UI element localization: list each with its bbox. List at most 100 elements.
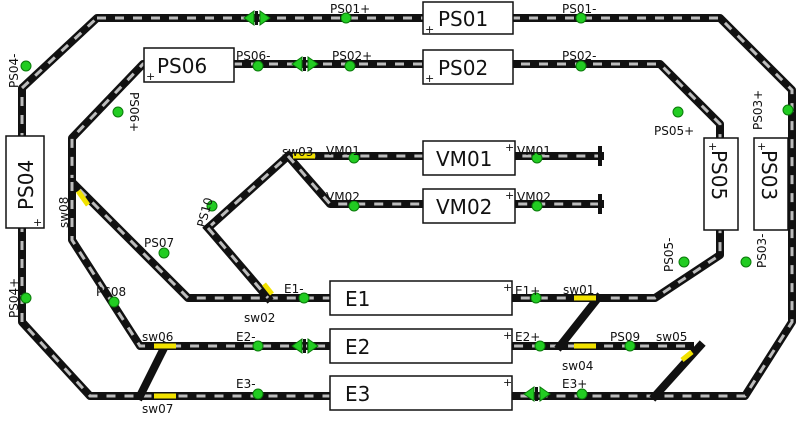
block-ps04[interactable]: PS04 +	[5, 135, 45, 229]
sensor-label-ps05m: PS05-	[662, 238, 676, 272]
switch-states	[75, 153, 694, 399]
svg-text:+: +	[425, 23, 434, 36]
sensor-ps01m[interactable]	[575, 12, 587, 24]
switch-sw08[interactable]: sw08	[57, 197, 71, 228]
sensor-label-vm01m: VM01	[517, 144, 551, 158]
block-e3[interactable]: E3 +	[329, 375, 513, 411]
signal-e3[interactable]	[523, 386, 551, 402]
sensor-label-vm02m: VM02	[517, 190, 551, 204]
switch-labels: sw01 sw02 sw03 sw04 sw05 sw06 sw07 sw08	[57, 145, 687, 416]
sensor-e3m[interactable]	[252, 388, 264, 400]
sensor-label-ps02p: PS02+	[332, 49, 372, 63]
svg-text:+: +	[503, 281, 512, 294]
sensor-vm02p[interactable]	[348, 200, 360, 212]
sensor-label-ps08: PS08	[96, 285, 126, 299]
svg-text:+: +	[505, 141, 514, 154]
sensor-ps03p[interactable]	[782, 104, 794, 116]
block-e2[interactable]: E2 +	[329, 328, 513, 364]
block-ps03[interactable]: PS03 +	[753, 137, 789, 231]
svg-text:+: +	[33, 216, 42, 229]
sensor-ps10[interactable]	[206, 200, 218, 212]
switch-sw02[interactable]: sw02	[244, 311, 275, 325]
sensor-ps05p[interactable]	[672, 106, 684, 118]
sensor-vm01p[interactable]	[348, 152, 360, 164]
sensor-ps08[interactable]	[108, 296, 120, 308]
svg-text:PS05: PS05	[707, 150, 731, 200]
sensor-label-ps01p: PS01+	[330, 2, 370, 16]
sensor-label-e3p: E3+	[562, 377, 587, 391]
sensor-ps07[interactable]	[158, 247, 170, 259]
sensor-label-ps06m: PS06-	[236, 49, 270, 63]
svg-text:PS04: PS04	[14, 160, 38, 210]
svg-text:VM02: VM02	[436, 195, 492, 219]
sensor-ps06m[interactable]	[252, 60, 264, 72]
sensor-e1m[interactable]	[298, 292, 310, 304]
sensor-e2m[interactable]	[252, 340, 264, 352]
sensor-label-ps03p: PS03+	[751, 90, 765, 130]
sensor-ps05m[interactable]	[678, 256, 690, 268]
sensor-label-e2p: E2+	[515, 330, 540, 344]
sensor-label-ps06p: PS06+	[127, 92, 141, 132]
block-ps06[interactable]: PS06 +	[143, 47, 235, 83]
blocks: PS01 + PS02 + PS06 + VM01 + VM02 + E1 +	[5, 1, 789, 411]
block-vm02[interactable]: VM02 +	[422, 188, 516, 224]
sensor-label-ps01m: PS01-	[562, 2, 596, 16]
sensor-ps04p[interactable]	[20, 292, 32, 304]
sensor-label-ps05p: PS05+	[654, 124, 694, 138]
switch-sw06[interactable]: sw06	[142, 330, 173, 344]
switch-sw03[interactable]: sw03	[282, 145, 313, 159]
sensor-label-vm01p: VM01	[326, 144, 360, 158]
svg-text:PS06: PS06	[157, 54, 207, 78]
sensor-label-ps09: PS09	[610, 330, 640, 344]
sensor-label-ps07: PS07	[144, 236, 174, 250]
block-ps05[interactable]: PS05 +	[703, 137, 739, 231]
sensor-labels: PS01+ PS01- PS02+ PS02- PS06- PS06+ PS04…	[7, 2, 769, 391]
svg-text:VM01: VM01	[436, 147, 492, 171]
svg-text:E2: E2	[345, 335, 370, 359]
svg-text:E1: E1	[345, 287, 370, 311]
svg-text:PS02: PS02	[438, 56, 488, 80]
svg-text:+: +	[505, 189, 514, 202]
block-ps02[interactable]: PS02 +	[422, 49, 514, 85]
sensor-ps03m[interactable]	[740, 256, 752, 268]
switch-sw04[interactable]: sw04	[562, 359, 593, 373]
sensor-label-ps04m: PS04-	[7, 54, 21, 88]
sensors	[20, 12, 794, 400]
block-ps01[interactable]: PS01 +	[422, 1, 514, 36]
svg-text:E3: E3	[345, 382, 370, 406]
sensor-ps09[interactable]	[624, 340, 636, 352]
block-vm01[interactable]: VM01 +	[422, 140, 516, 176]
sensor-label-ps04p: PS04+	[7, 278, 21, 318]
sensor-vm01m[interactable]	[531, 152, 543, 164]
sensor-label-e3m: E3-	[236, 377, 256, 391]
svg-text:+: +	[757, 140, 766, 153]
sensor-ps06p[interactable]	[112, 106, 124, 118]
svg-text:+: +	[503, 329, 512, 342]
sensor-label-ps03m: PS03-	[755, 234, 769, 268]
sensor-ps01p[interactable]	[340, 12, 352, 24]
switch-sw01[interactable]: sw01	[563, 283, 594, 297]
signal-ps02[interactable]	[291, 56, 319, 72]
sensor-ps02p[interactable]	[344, 60, 356, 72]
signals	[243, 10, 551, 402]
sensor-ps04m[interactable]	[20, 60, 32, 72]
sensor-label-ps02m: PS02-	[562, 49, 596, 63]
sensor-vm02m[interactable]	[531, 200, 543, 212]
svg-text:PS01: PS01	[438, 7, 488, 31]
svg-text:PS03: PS03	[757, 150, 781, 200]
block-e1[interactable]: E1 +	[329, 280, 513, 316]
sensor-e3p[interactable]	[576, 388, 588, 400]
sensor-e2p[interactable]	[534, 340, 546, 352]
svg-text:+: +	[503, 376, 512, 389]
signal-e2[interactable]	[291, 338, 319, 354]
sensor-label-e1m: E1-	[284, 282, 304, 296]
svg-text:+: +	[146, 70, 155, 83]
switch-sw07[interactable]: sw07	[142, 402, 173, 416]
sensor-ps02m[interactable]	[575, 60, 587, 72]
sensor-label-e1p: E1+	[515, 284, 540, 298]
svg-text:+: +	[708, 140, 717, 153]
sensor-e1p[interactable]	[530, 292, 542, 304]
switch-sw05[interactable]: sw05	[656, 330, 687, 344]
signal-ps01[interactable]	[243, 10, 271, 26]
